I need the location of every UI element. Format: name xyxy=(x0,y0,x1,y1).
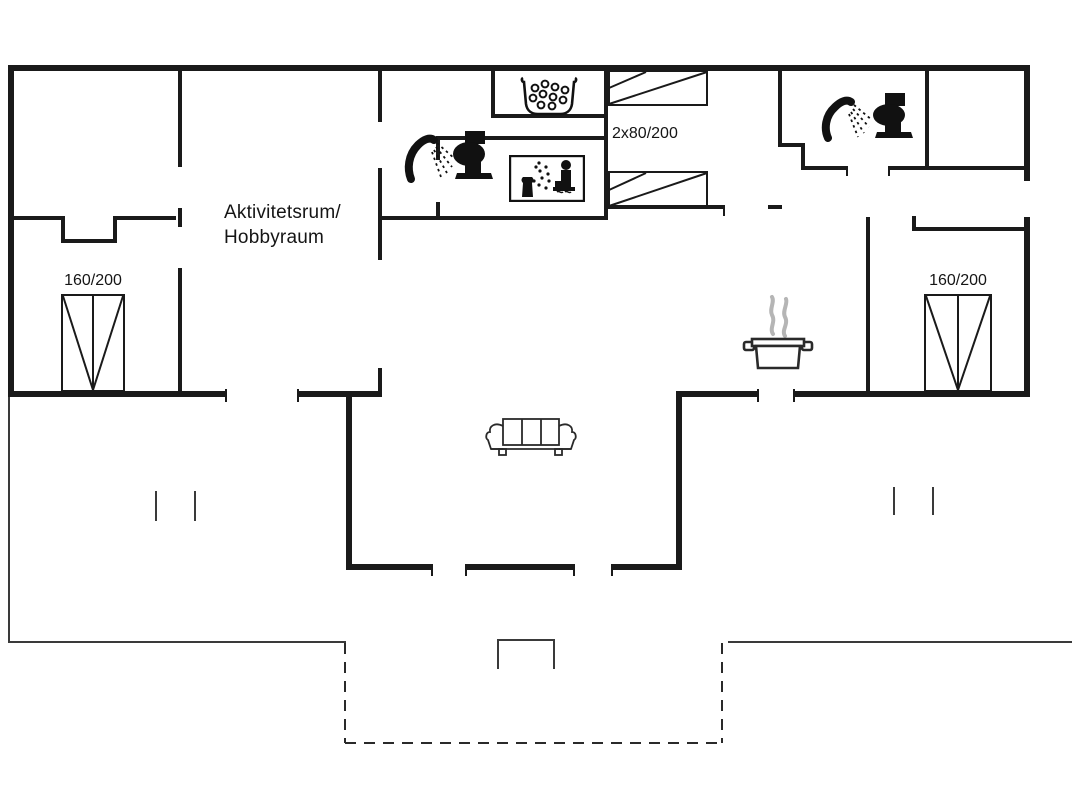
door-jamb xyxy=(757,389,759,402)
wall-segment xyxy=(466,564,574,570)
bed-size-label-right: 160/200 xyxy=(929,272,987,289)
shower-icon xyxy=(821,96,873,142)
wall-segment xyxy=(113,216,176,220)
wall-segment xyxy=(346,564,432,570)
sauna-icon xyxy=(509,155,585,202)
door-jamb xyxy=(225,389,227,402)
wall-segment xyxy=(801,166,847,170)
terrace-dashed-edge xyxy=(345,742,723,744)
wall-segment xyxy=(436,136,440,160)
wall-segment xyxy=(178,208,182,227)
door-jamb xyxy=(723,205,725,216)
door-jamb xyxy=(465,564,467,576)
step-marker xyxy=(497,639,555,641)
door-jamb xyxy=(431,564,433,576)
pot-icon xyxy=(742,292,814,372)
terrace-edge-line xyxy=(728,641,1072,643)
wall-segment xyxy=(61,239,117,243)
terrace-edge-line xyxy=(8,397,10,643)
post-tick xyxy=(155,491,157,521)
single-bed-icon-top xyxy=(608,70,708,106)
wall-segment xyxy=(378,368,382,394)
toilet-icon xyxy=(873,93,913,138)
wall-segment xyxy=(61,216,65,243)
wall-segment xyxy=(8,65,1030,71)
wall-segment xyxy=(768,205,782,209)
wall-segment xyxy=(346,391,352,570)
wall-segment xyxy=(491,71,495,116)
door-jamb xyxy=(297,389,299,402)
sofa-icon xyxy=(483,416,579,458)
bed-size-label-left: 160/200 xyxy=(64,272,122,289)
wall-segment xyxy=(378,216,608,220)
wall-segment xyxy=(1024,217,1030,392)
wall-segment xyxy=(1024,65,1030,181)
terrace-edge-line xyxy=(8,641,346,643)
wall-segment xyxy=(778,143,805,147)
toilet-icon xyxy=(453,131,493,179)
room-label-activity-line2: Hobbyraum xyxy=(224,227,325,248)
door-jamb xyxy=(888,166,890,176)
wall-segment xyxy=(299,391,382,397)
wall-segment xyxy=(794,391,1030,397)
wall-segment xyxy=(436,202,440,220)
wall-segment xyxy=(676,391,758,397)
room-label-activity-line1: Aktivitetsrum/ xyxy=(224,202,341,223)
step-marker xyxy=(553,639,555,669)
whirlpool-icon xyxy=(520,76,578,116)
door-jamb xyxy=(611,564,613,576)
wall-segment xyxy=(801,143,805,170)
door-jamb xyxy=(846,166,848,176)
post-tick xyxy=(194,491,196,521)
wall-segment xyxy=(890,166,1030,170)
wall-segment xyxy=(178,71,182,167)
post-tick xyxy=(932,487,934,515)
door-jamb xyxy=(573,564,575,576)
double-bed-icon-right xyxy=(924,294,992,392)
shower-icon xyxy=(404,134,456,183)
bathroom-icons-main xyxy=(403,129,495,185)
wall-segment xyxy=(612,564,682,570)
wall-segment xyxy=(604,71,608,220)
wall-segment xyxy=(378,168,382,260)
wall-segment xyxy=(912,227,1030,231)
wall-segment xyxy=(491,114,608,118)
wall-segment xyxy=(178,268,182,391)
wall-segment xyxy=(925,71,929,170)
wall-segment xyxy=(778,71,782,147)
wall-segment xyxy=(378,71,382,122)
single-bed-icon-bottom xyxy=(608,171,708,208)
bed-size-label-top: 2x80/200 xyxy=(612,125,678,142)
wall-segment xyxy=(676,391,682,570)
wall-segment xyxy=(8,65,14,397)
wall-segment xyxy=(912,216,916,231)
wall-segment xyxy=(866,217,870,391)
wall-segment xyxy=(8,391,226,397)
wall-segment xyxy=(8,216,65,220)
step-marker xyxy=(497,639,499,669)
door-jamb xyxy=(793,389,795,402)
terrace-dashed-edge xyxy=(344,643,346,743)
bathroom-icons-second xyxy=(820,92,915,144)
terrace-dashed-edge xyxy=(721,643,723,743)
room-label-activity: Aktivitetsrum/ Hobbyraum xyxy=(224,200,341,250)
wall-segment xyxy=(436,136,608,140)
post-tick xyxy=(893,487,895,515)
wall-segment xyxy=(113,216,117,243)
double-bed-icon-left xyxy=(61,294,125,392)
